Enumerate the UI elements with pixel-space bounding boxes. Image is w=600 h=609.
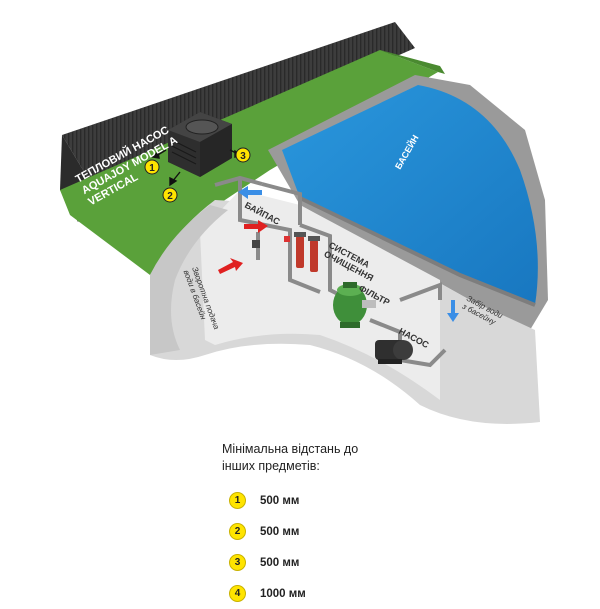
return-supply-red-arrow (218, 258, 243, 274)
legend-item-3: 3 500 мм (222, 547, 522, 578)
legend-value: 500 мм (260, 494, 300, 507)
earth-band (150, 205, 228, 355)
legend-value: 500 мм (260, 525, 300, 538)
svg-text:3: 3 (240, 151, 246, 162)
heat-pump-unit (168, 112, 232, 177)
legend-badge: 3 (229, 554, 246, 571)
water-intake-blue-arrow (447, 300, 459, 322)
clearance-legend: Мінімальна відстань до інших предметів: … (222, 441, 522, 609)
grass-area (60, 50, 438, 275)
pool-water (282, 85, 538, 305)
badge-1: 1 (144, 159, 160, 175)
svg-text:2: 2 (167, 191, 173, 202)
legend-item-2: 2 500 мм (222, 516, 522, 547)
pipework (214, 175, 447, 368)
legend-value: 1000 мм (260, 587, 306, 600)
sand-filter (333, 282, 376, 328)
cleaning-system-unit (252, 232, 320, 272)
legend-title: Мінімальна відстань до інших предметів: (222, 442, 359, 473)
circulation-pump (375, 340, 413, 364)
legend-badge: 2 (229, 523, 246, 540)
back-wall (62, 22, 415, 190)
grass-strip (380, 50, 445, 74)
badge-3: 3 (235, 147, 251, 163)
badge-2: 2 (162, 187, 178, 203)
legend-item-4: 4 1000 мм (222, 578, 522, 609)
svg-text:1: 1 (149, 163, 155, 174)
legend-item-1: 1 500 мм (222, 485, 522, 516)
bypass-blue-arrow (238, 186, 262, 199)
bypass-red-arrow (244, 220, 268, 233)
legend-badge: 1 (229, 492, 246, 509)
legend-badge: 4 (229, 585, 246, 602)
pool-edge (299, 196, 536, 307)
pool-installation-diagram: 1 2 3 ТЕПЛОВИЙ НАСОС AQUAJOY MODEL A VE (60, 22, 548, 424)
legend-value: 500 мм (260, 556, 300, 569)
